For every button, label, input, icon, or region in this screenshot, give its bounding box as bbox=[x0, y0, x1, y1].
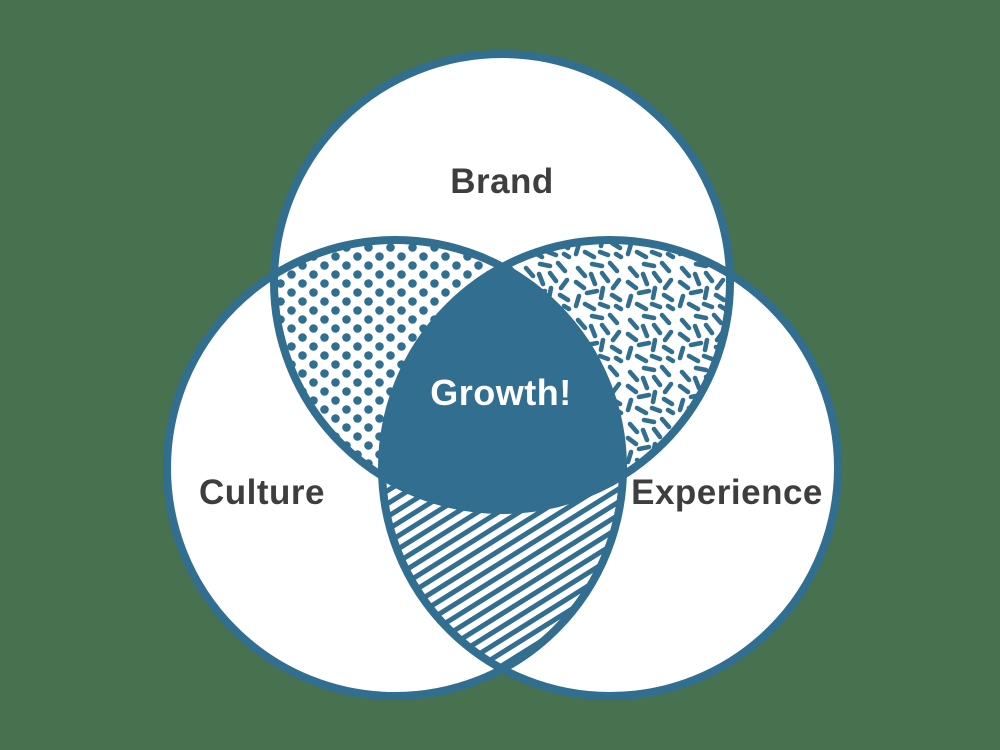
experience-circle-outline bbox=[378, 236, 842, 700]
brand-label: Brand bbox=[450, 162, 554, 201]
culture-circle-outline bbox=[163, 236, 627, 700]
center-growth-label: Growth! bbox=[430, 372, 571, 413]
brand-circle-outline bbox=[270, 50, 734, 514]
experience-label: Experience bbox=[631, 473, 823, 512]
center-overlap bbox=[380, 238, 625, 512]
culture-label: Culture bbox=[199, 473, 325, 512]
